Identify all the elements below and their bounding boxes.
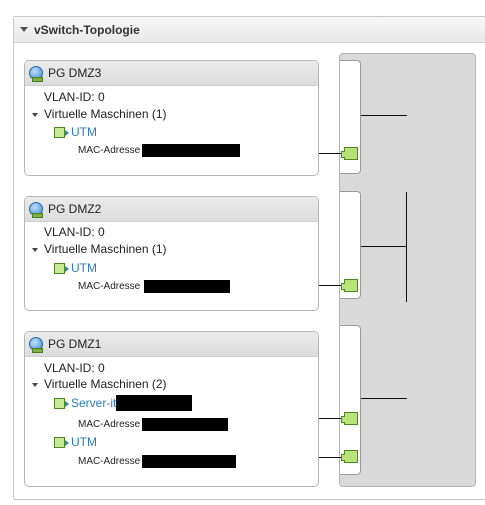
vm-name[interactable]: UTM xyxy=(71,125,97,139)
port-group-dmz2: PG DMZ2 VLAN-ID: 0 Virtuelle Maschinen (… xyxy=(24,196,319,311)
mac-address-label: MAC-Adresse xyxy=(78,419,141,430)
vswitch-body xyxy=(339,53,476,487)
mac-address-redacted xyxy=(142,144,241,157)
vlan-id-label: VLAN-ID: 0 xyxy=(44,225,105,239)
expand-caret-icon[interactable] xyxy=(32,382,38,387)
mac-address-row: MAC-Adresse xyxy=(78,418,229,431)
nic-port-icon[interactable] xyxy=(341,412,358,425)
port-group-dmz3: PG DMZ3 VLAN-ID: 0 Virtuelle Maschinen (… xyxy=(24,60,319,176)
uplink-line-dmz2 xyxy=(361,246,407,247)
vm-icon xyxy=(54,436,69,448)
mac-address-row: MAC-Adresse xyxy=(78,144,241,157)
mac-address-row: MAC-Adresse xyxy=(78,280,231,293)
vm-link-utm[interactable]: UTM xyxy=(54,125,97,139)
port-bracket-dmz3 xyxy=(340,60,361,174)
vm-icon xyxy=(54,126,69,138)
nic-port-icon[interactable] xyxy=(341,279,358,292)
vm-link-utm[interactable]: UTM xyxy=(54,261,97,275)
port-bracket-dmz1 xyxy=(340,325,361,475)
port-group-icon xyxy=(29,202,43,218)
mac-address-redacted xyxy=(142,455,237,468)
expand-caret-icon[interactable] xyxy=(32,112,38,117)
uplink-trunk-line xyxy=(406,192,407,302)
port-group-name: PG DMZ3 xyxy=(48,66,102,80)
vm-connector-line xyxy=(319,457,343,458)
port-group-icon xyxy=(29,337,43,353)
vlan-id-label: VLAN-ID: 0 xyxy=(44,90,105,104)
port-group-name: PG DMZ2 xyxy=(48,202,102,216)
uplink-line-dmz1 xyxy=(361,398,407,399)
mac-address-redacted xyxy=(144,280,231,293)
port-group-header[interactable]: PG DMZ3 xyxy=(25,61,318,86)
mac-address-row: MAC-Adresse xyxy=(78,455,237,468)
vm-connector-line xyxy=(319,418,343,419)
vm-list-header[interactable]: Virtuelle Maschinen (2) xyxy=(32,377,167,391)
mac-address-redacted xyxy=(142,418,229,431)
mac-address-label: MAC-Adresse xyxy=(78,456,141,467)
nic-port-icon[interactable] xyxy=(341,147,358,160)
vm-link-utm[interactable]: UTM xyxy=(54,435,97,449)
port-group-dmz1: PG DMZ1 VLAN-ID: 0 Virtuelle Maschinen (… xyxy=(24,331,319,487)
vm-icon xyxy=(54,262,69,274)
vm-icon xyxy=(54,397,69,409)
vm-connector-line xyxy=(319,285,343,286)
nic-port-icon[interactable] xyxy=(341,450,358,463)
vm-list-header[interactable]: Virtuelle Maschinen (1) xyxy=(32,242,167,256)
port-bracket-dmz2 xyxy=(340,191,361,299)
vm-name-redacted xyxy=(116,395,193,411)
uplink-line-dmz3 xyxy=(361,115,407,116)
panel-title: vSwitch-Topologie xyxy=(34,22,140,37)
collapse-caret-icon[interactable] xyxy=(20,27,28,32)
vm-name[interactable]: UTM xyxy=(71,435,97,449)
mac-address-label: MAC-Adresse xyxy=(78,281,141,292)
vm-name[interactable]: UTM xyxy=(71,261,97,275)
mac-address-label: MAC-Adresse xyxy=(78,145,141,156)
port-group-header[interactable]: PG DMZ1 xyxy=(25,332,318,357)
panel-header[interactable]: vSwitch-Topologie xyxy=(14,17,485,43)
port-group-header[interactable]: PG DMZ2 xyxy=(25,197,318,222)
vm-link-server[interactable]: Server-it xyxy=(54,395,193,411)
vm-connector-line xyxy=(319,153,343,154)
port-group-icon xyxy=(29,66,43,82)
expand-caret-icon[interactable] xyxy=(32,247,38,252)
vm-list-header[interactable]: Virtuelle Maschinen (1) xyxy=(32,107,167,121)
port-group-name: PG DMZ1 xyxy=(48,337,102,351)
vlan-id-label: VLAN-ID: 0 xyxy=(44,361,105,375)
vm-name[interactable]: Server-it xyxy=(71,396,117,410)
